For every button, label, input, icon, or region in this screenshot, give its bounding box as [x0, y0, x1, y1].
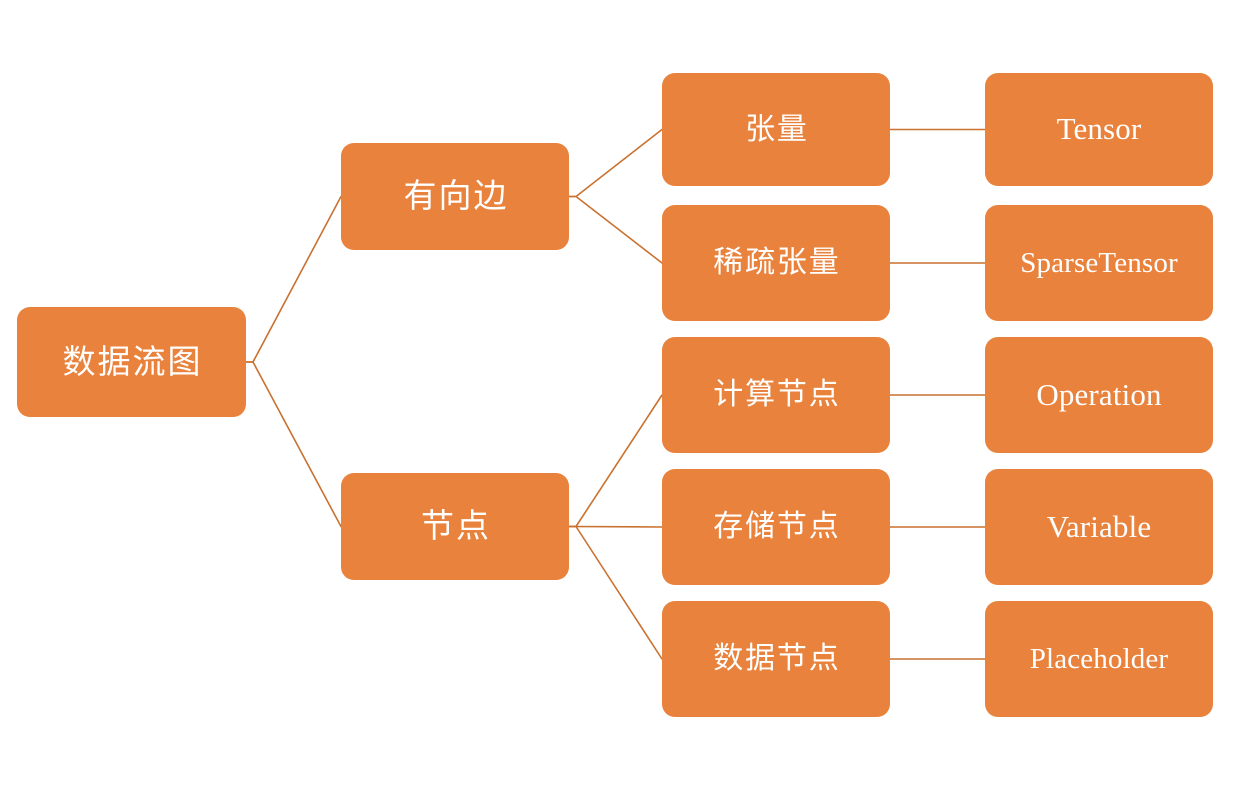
- connector-node-to-placeholder: [568, 525, 663, 660]
- node-sparsetensor-api[interactable]: SparseTensor: [985, 205, 1213, 321]
- node-tensor-cn[interactable]: 张量: [662, 73, 890, 186]
- connector-root-to-node: [245, 361, 342, 528]
- node-sparse-tensor-cn[interactable]: 稀疏张量: [662, 205, 890, 321]
- connector-de-to-sparse: [568, 195, 663, 264]
- node-label-placeholder-api: Placeholder: [1029, 642, 1169, 675]
- node-label-variable-cn: 存储节点: [713, 510, 841, 544]
- node-variable-cn[interactable]: 存储节点: [662, 469, 890, 585]
- node-label-tensor-api: Tensor: [1056, 111, 1142, 147]
- node-label-placeholder-cn: 数据节点: [713, 642, 841, 676]
- node-label-sparse-tensor-cn: 稀疏张量: [713, 246, 841, 280]
- connector-root-to-directed-edge: [245, 195, 342, 363]
- node-tensor-api[interactable]: Tensor: [985, 73, 1213, 186]
- node-operation-cn[interactable]: 计算节点: [662, 337, 890, 453]
- node-variable-api[interactable]: Variable: [985, 469, 1213, 585]
- node-label-tensor-cn: 张量: [745, 112, 809, 146]
- node-label-node: 节点: [421, 507, 491, 545]
- node-root[interactable]: 数据流图: [17, 307, 246, 417]
- connector-node-to-operation: [568, 394, 663, 528]
- node-label-variable-api: Variable: [1046, 508, 1152, 544]
- node-directed-edge[interactable]: 有向边: [341, 143, 569, 250]
- node-operation-api[interactable]: Operation: [985, 337, 1213, 453]
- connector-de-to-tensor: [568, 128, 663, 198]
- node-node[interactable]: 节点: [341, 473, 569, 580]
- node-label-sparsetensor-api: SparseTensor: [1020, 246, 1178, 279]
- node-label-operation-api: Operation: [1036, 376, 1162, 412]
- node-label-operation-cn: 计算节点: [713, 378, 841, 412]
- node-placeholder-cn[interactable]: 数据节点: [662, 601, 890, 717]
- node-label-directed-edge: 有向边: [403, 177, 509, 215]
- connector-node-to-variable: [568, 525, 663, 528]
- node-label-root: 数据流图: [62, 342, 203, 380]
- node-placeholder-api[interactable]: Placeholder: [985, 601, 1213, 717]
